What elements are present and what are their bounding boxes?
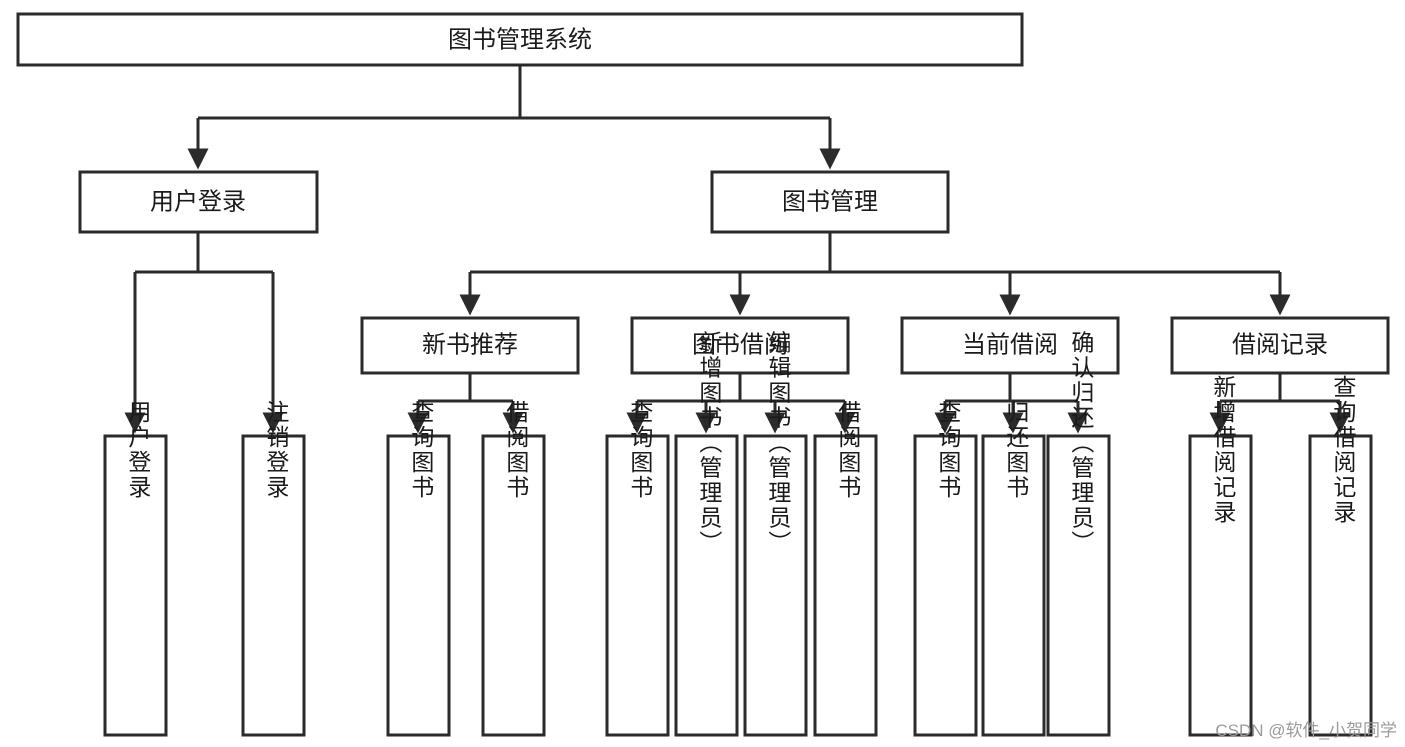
node-book-borrow-label: 图书借阅 [692, 331, 788, 358]
node-book-management-box[interactable] [710, 170, 950, 234]
node-leaf-add-record-box[interactable] [1188, 434, 1253, 737]
node-leaf-query-record-box[interactable] [1308, 434, 1373, 737]
node-leaf-edit-book-label: 编辑图书（管理员） [765, 331, 792, 556]
node-current-borrow-label: 当前借阅 [962, 331, 1058, 358]
node-leaf-edit-book[interactable]: 编辑图书（管理员） [743, 331, 808, 737]
node-leaf-return-book-label: 归还图书 [1003, 400, 1030, 500]
node-leaf-add-record[interactable]: 新增借阅记录 [1188, 375, 1253, 737]
node-leaf-edit-book-box[interactable] [743, 434, 808, 737]
node-current-borrow[interactable]: 当前借阅 [900, 316, 1120, 375]
node-leaf-add-record-label: 新增借阅记录 [1210, 375, 1237, 525]
node-leaf-query-book-3[interactable]: 查询图书 [913, 400, 978, 737]
node-leaf-confirm-return-box[interactable] [1046, 434, 1111, 737]
node-leaf-query-book-2[interactable]: 查询图书 [605, 400, 670, 737]
node-leaf-query-book-1[interactable]: 查询图书 [386, 400, 451, 737]
node-leaf-borrow-book-2-label: 借阅图书 [835, 400, 862, 500]
node-leaf-return-book[interactable]: 归还图书 [981, 400, 1046, 737]
node-leaf-query-record[interactable]: 查询借阅记录 [1308, 375, 1373, 737]
node-leaf-confirm-return[interactable]: 确认归还（管理员） [1046, 331, 1111, 737]
node-leaf-query-book-1-label: 查询图书 [408, 400, 435, 500]
node-new-book-recommend-label: 新书推荐 [422, 331, 518, 358]
node-leaf-query-book-2-label: 查询图书 [627, 400, 654, 500]
node-leaf-query-book-3-label: 查询图书 [935, 400, 962, 500]
node-leaf-query-book-1-box[interactable] [386, 434, 451, 737]
node-leaf-logout-login[interactable]: 注销登录 [241, 400, 306, 737]
node-user-login-box[interactable] [78, 170, 319, 234]
node-root-box[interactable] [16, 12, 1024, 67]
node-leaf-borrow-book-1[interactable]: 借阅图书 [481, 400, 546, 737]
node-leaf-add-book-label: 新增图书（管理员） [696, 331, 723, 556]
node-book-management[interactable]: 图书管理 [710, 170, 950, 234]
node-book-borrow-box[interactable] [630, 316, 850, 375]
node-leaf-user-login-box[interactable] [103, 434, 168, 737]
node-new-book-recommend[interactable]: 新书推荐 [360, 316, 580, 375]
node-leaf-user-login-label: 用户登录 [125, 400, 152, 500]
node-leaf-logout-login-box[interactable] [241, 434, 306, 737]
node-leaf-query-book-2-box[interactable] [605, 434, 670, 737]
node-leaf-borrow-book-2-box[interactable] [813, 434, 878, 737]
node-leaf-query-record-label: 查询借阅记录 [1330, 375, 1357, 525]
node-leaf-query-book-3-box[interactable] [913, 434, 978, 737]
node-new-book-recommend-box[interactable] [360, 316, 580, 375]
node-leaf-add-book[interactable]: 新增图书（管理员） [674, 331, 739, 737]
node-borrow-record[interactable]: 借阅记录 [1170, 316, 1390, 375]
node-borrow-record-box[interactable] [1170, 316, 1390, 375]
node-leaf-borrow-book-1-label: 借阅图书 [503, 400, 530, 500]
node-book-borrow[interactable]: 图书借阅 [630, 316, 850, 375]
node-user-login[interactable]: 用户登录 [78, 170, 319, 234]
node-book-management-label: 图书管理 [782, 188, 878, 215]
node-borrow-record-label: 借阅记录 [1232, 331, 1328, 358]
node-root-label: 图书管理系统 [448, 26, 592, 53]
node-current-borrow-box[interactable] [900, 316, 1120, 375]
node-leaf-confirm-return-label: 确认归还（管理员） [1068, 331, 1095, 556]
node-root[interactable]: 图书管理系统 [16, 12, 1024, 67]
node-leaf-add-book-box[interactable] [674, 434, 739, 737]
node-leaf-user-login[interactable]: 用户登录 [103, 400, 168, 737]
node-leaf-borrow-book-1-box[interactable] [481, 434, 546, 737]
connector-layer [124, 65, 1351, 434]
node-user-login-label: 用户登录 [150, 188, 246, 215]
node-leaf-return-book-box[interactable] [981, 434, 1046, 737]
node-leaf-borrow-book-2[interactable]: 借阅图书 [813, 400, 878, 737]
node-leaf-logout-login-label: 注销登录 [263, 400, 290, 500]
